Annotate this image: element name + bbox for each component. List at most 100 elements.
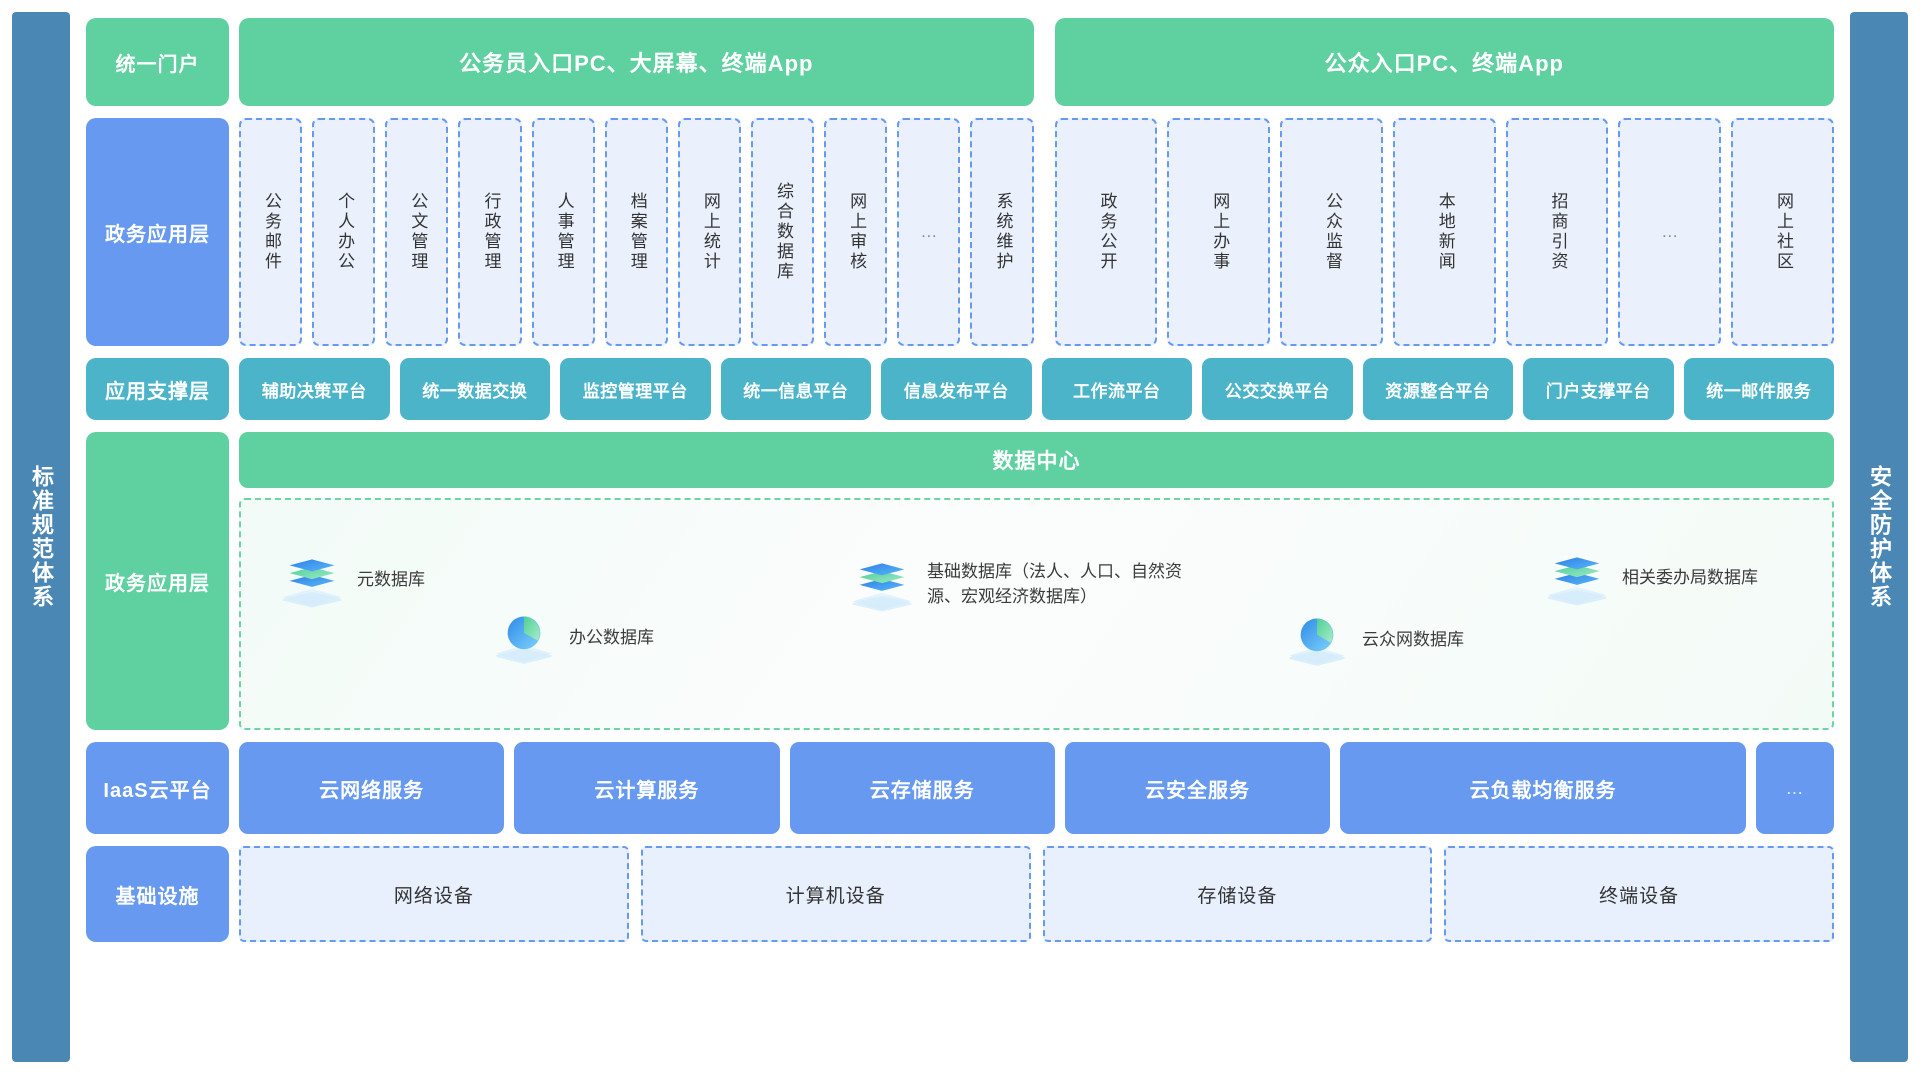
layer-label-infrastructure[interactable]: 基础设施 (86, 846, 229, 942)
app-chip-label: 公文管理 (408, 192, 428, 272)
iaas-service-label: 云网络服务 (319, 779, 425, 802)
portal-public-entry-label: 公众入口PC、终端App (1324, 51, 1564, 76)
app-chip-label: 网上统计 (700, 192, 720, 272)
iaas-service-label: 云存储服务 (869, 779, 975, 802)
applications-wrap: 公务邮件 个人办公 公文管理 行政管理 人事管理 档案管理 网上统计 综合数据库 网上审核 … 系统… (239, 118, 1834, 346)
data-center-header-label: 数据中心 (992, 450, 1081, 473)
infrastructure-item-0[interactable]: 网络设备 (239, 846, 629, 942)
database-item-2[interactable]: 基础数据库（法人、人口、自然资源、宏观经济数据库） (851, 556, 1187, 612)
left-rail-label: 标准规范体系 (28, 465, 54, 609)
app-chip-label: 行政管理 (481, 192, 501, 272)
app-chip-gov-6[interactable]: 网上统计 (677, 118, 741, 346)
layer-label-application-support[interactable]: 应用支撑层 (86, 358, 229, 420)
iaas-service-label: 云负载均衡服务 (1469, 779, 1617, 802)
database-item-1[interactable]: 办公数据库 (493, 610, 654, 666)
infrastructure-item-1[interactable]: 计算机设备 (640, 846, 1031, 942)
iaas-service-label: 云计算服务 (594, 779, 700, 802)
data-center-panel: 数据中心 元数据库 办公数据库 (239, 432, 1834, 730)
app-chip-public-4[interactable]: 招商引资 (1505, 118, 1609, 346)
layer-label-unified-portal[interactable]: 统一门户 (86, 18, 229, 106)
infrastructure-item-3[interactable]: 终端设备 (1444, 846, 1834, 942)
support-platform-9[interactable]: 统一邮件服务 (1683, 358, 1834, 420)
iaas-service-0[interactable]: 云网络服务 (239, 742, 505, 834)
iaas-service-label: 云安全服务 (1144, 779, 1250, 802)
infrastructure-item-label: 计算机设备 (785, 885, 886, 907)
app-chip-label: 人事管理 (554, 192, 574, 272)
app-chip-public-1[interactable]: 网上办事 (1167, 118, 1271, 346)
support-platform-2[interactable]: 监控管理平台 (560, 358, 711, 420)
database-item-label: 基础数据库（法人、人口、自然资源、宏观经济数据库） (927, 561, 1182, 607)
database-item-4[interactable]: 相关委办局数据库 (1546, 550, 1758, 606)
right-rail-label: 安全防护体系 (1866, 465, 1892, 609)
iaas-service-3[interactable]: 云安全服务 (1064, 742, 1331, 834)
app-chip-label: 网上办事 (1210, 192, 1230, 272)
support-platform-4[interactable]: 信息发布平台 (881, 358, 1032, 420)
layer-label-iaas-cloud-platform[interactable]: IaaS云平台 (86, 742, 229, 834)
row-portal: 统一门户 公务员入口PC、大屏幕、终端App 公众入口PC、终端App (86, 18, 1834, 106)
layer-label-text: 基础设施 (115, 885, 200, 908)
database-item-3[interactable]: 云众网数据库 (1286, 612, 1464, 668)
support-platform-8[interactable]: 门户支撑平台 (1523, 358, 1674, 420)
infrastructure-item-label: 终端设备 (1599, 885, 1680, 907)
app-chip-label: 综合数据库 (774, 182, 794, 282)
iaas-service-2[interactable]: 云存储服务 (789, 742, 1055, 834)
portal-gov-entry-label: 公务员入口PC、大屏幕、终端App (459, 51, 814, 76)
database-item-label: 元数据库 (357, 570, 425, 590)
app-chip-gov-1[interactable]: 个人办公 (312, 118, 376, 346)
support-platform-5[interactable]: 工作流平台 (1041, 358, 1192, 420)
app-chip-public-0[interactable]: 政务公开 (1054, 118, 1158, 346)
row-applications: 政务应用层 公务邮件 个人办公 公文管理 行政管理 人事管理 档案管理 网上统计 综合数据库 网… (86, 118, 1834, 346)
support-platform-label: 统一信息平台 (743, 381, 849, 401)
layer-stack: 统一门户 公务员入口PC、大屏幕、终端App 公众入口PC、终端App 政务应用… (70, 0, 1850, 1080)
infrastructure-item-label: 网络设备 (393, 885, 474, 907)
app-chip-public-5[interactable]: … (1618, 118, 1722, 346)
app-chip-gov-5[interactable]: 档案管理 (604, 118, 668, 346)
app-chip-label: 网上审核 (847, 192, 867, 272)
app-chip-gov-0[interactable]: 公务邮件 (239, 118, 303, 346)
row-iaas: IaaS云平台 云网络服务 云计算服务 云存储服务 云安全服务 云负载均衡服务 … (86, 742, 1834, 834)
portal-public-entry[interactable]: 公众入口PC、终端App (1054, 18, 1834, 106)
support-platform-0[interactable]: 辅助决策平台 (239, 358, 390, 420)
applications-group-public: 政务公开 网上办事 公众监督 本地新闻招商引资 … 网上社区 (1054, 118, 1834, 346)
infrastructure-wrap: 网络设备 计算机设备 存储设备 终端设备 (239, 846, 1834, 942)
iaas-service-5[interactable]: … (1756, 742, 1834, 834)
database-item-0[interactable]: 元数据库 (281, 552, 425, 608)
app-chip-public-2[interactable]: 公众监督 (1280, 118, 1383, 346)
layer-label-government-application[interactable]: 政务应用层 (86, 118, 229, 346)
layers-database-icon (851, 556, 913, 612)
support-platform-6[interactable]: 公交交换平台 (1202, 358, 1353, 420)
support-platform-7[interactable]: 资源整合平台 (1362, 358, 1513, 420)
layer-label-text: 政务应用层 (105, 223, 210, 246)
app-chip-gov-10[interactable]: 系统维护 (970, 118, 1034, 346)
pie-database-icon (493, 610, 555, 666)
support-platform-1[interactable]: 统一数据交换 (399, 358, 550, 420)
database-item-label: 办公数据库 (569, 628, 654, 648)
app-chip-gov-4[interactable]: 人事管理 (531, 118, 595, 346)
portal-gov-entry[interactable]: 公务员入口PC、大屏幕、终端App (239, 18, 1034, 106)
app-chip-label: 公众监督 (1322, 192, 1342, 272)
app-chip-gov-8[interactable]: 网上审核 (824, 118, 888, 346)
layers-database-icon (1546, 550, 1608, 606)
database-item-label: 云众网数据库 (1362, 630, 1464, 650)
row-infrastructure: 基础设施 网络设备 计算机设备 存储设备 终端设备 (86, 846, 1834, 942)
app-chip-gov-2[interactable]: 公文管理 (385, 118, 449, 346)
row-support-platforms: 应用支撑层 辅助决策平台统一数据交换监控管理平台 统一信息平台 信息发布平台 工作流平… (86, 358, 1834, 420)
app-chip-label: … (1661, 221, 1679, 241)
infrastructure-item-label: 存储设备 (1197, 885, 1278, 907)
support-platform-label: 信息发布平台 (903, 381, 1009, 401)
app-chip-gov-9[interactable]: … (897, 118, 961, 346)
app-chip-public-3[interactable]: 本地新闻 (1392, 118, 1496, 346)
infrastructure-item-2[interactable]: 存储设备 (1042, 846, 1433, 942)
layer-label-data-application[interactable]: 政务应用层 (86, 432, 229, 730)
app-chip-gov-3[interactable]: 行政管理 (458, 118, 522, 346)
iaas-service-4[interactable]: 云负载均衡服务 (1340, 742, 1746, 834)
app-chip-label: 公务邮件 (262, 192, 282, 272)
app-chip-public-6[interactable]: 网上社区 (1731, 118, 1834, 346)
app-chip-label: 系统维护 (993, 192, 1013, 272)
iaas-service-1[interactable]: 云计算服务 (514, 742, 780, 834)
database-item-label: 相关委办局数据库 (1622, 568, 1758, 588)
app-chip-gov-7[interactable]: 综合数据库 (750, 118, 815, 346)
app-chip-label: 个人办公 (335, 192, 355, 272)
app-chip-label: 网上社区 (1774, 192, 1794, 272)
support-platform-3[interactable]: 统一信息平台 (720, 358, 871, 420)
